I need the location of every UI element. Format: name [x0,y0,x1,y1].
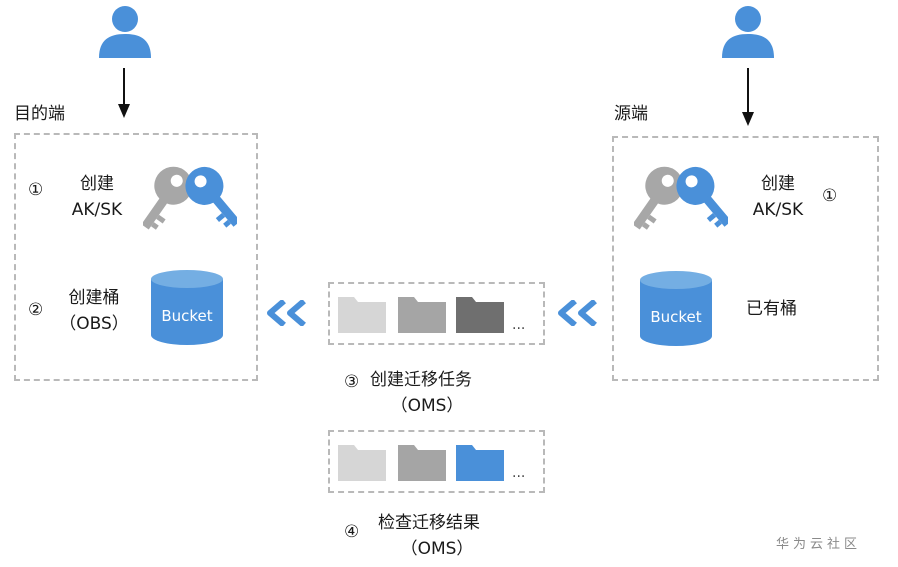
destination-step1-line2: AK/SK [71,200,123,220]
destination-step2-number: ② [28,300,44,320]
source-bucket-label: Bucket [650,308,701,326]
step4-line1: 检查迁移结果 [378,513,480,533]
folder-icon [338,445,386,481]
destination-step1-line1: 创建 [80,174,114,194]
destination-step2-line2: （OBS） [59,314,129,334]
destination-panel [14,133,258,381]
destination-step1-number: ① [28,180,44,200]
destination-down-arrow [118,68,130,118]
destination-step2-line1: 创建桶 [68,288,120,308]
step3-line1: 创建迁移任务 [370,370,472,390]
source-user-icon [722,6,774,58]
source-step1-number: ① [822,186,838,206]
step4-number: ④ [344,522,360,542]
watermark: 华为云社区 [776,537,862,552]
destination-title: 目的端 [14,104,65,124]
migration-result-ellipsis: ... [512,465,526,481]
source-existing-bucket: 已有桶 [746,299,797,319]
migration-task-ellipsis: ... [512,317,526,333]
step3-line2: （OMS） [390,396,464,416]
destination-bucket-icon: Bucket [151,270,223,345]
source-title: 源端 [614,104,648,124]
source-panel [612,136,879,381]
folder-icon [398,445,446,481]
source-down-arrow [742,68,754,126]
folder-icon [338,297,386,333]
destination-bucket-label: Bucket [161,307,212,325]
source-step1-line2: AK/SK [752,200,804,220]
destination-key-icon [143,166,237,230]
destination-user-icon [99,6,151,58]
source-key-icon [634,166,728,230]
migration-result-box [328,430,545,493]
migration-task-box [328,282,545,345]
folder-icon [456,297,504,333]
transfer-from-source-chevrons-icon [558,300,597,326]
source-bucket-icon: Bucket [640,271,712,346]
step4-line2: （OMS） [400,539,474,559]
folder-icon [456,445,504,481]
step3-number: ③ [344,372,360,392]
transfer-to-destination-chevrons-icon [267,300,306,326]
source-step1-line1: 创建 [761,174,795,194]
folder-icon [398,297,446,333]
